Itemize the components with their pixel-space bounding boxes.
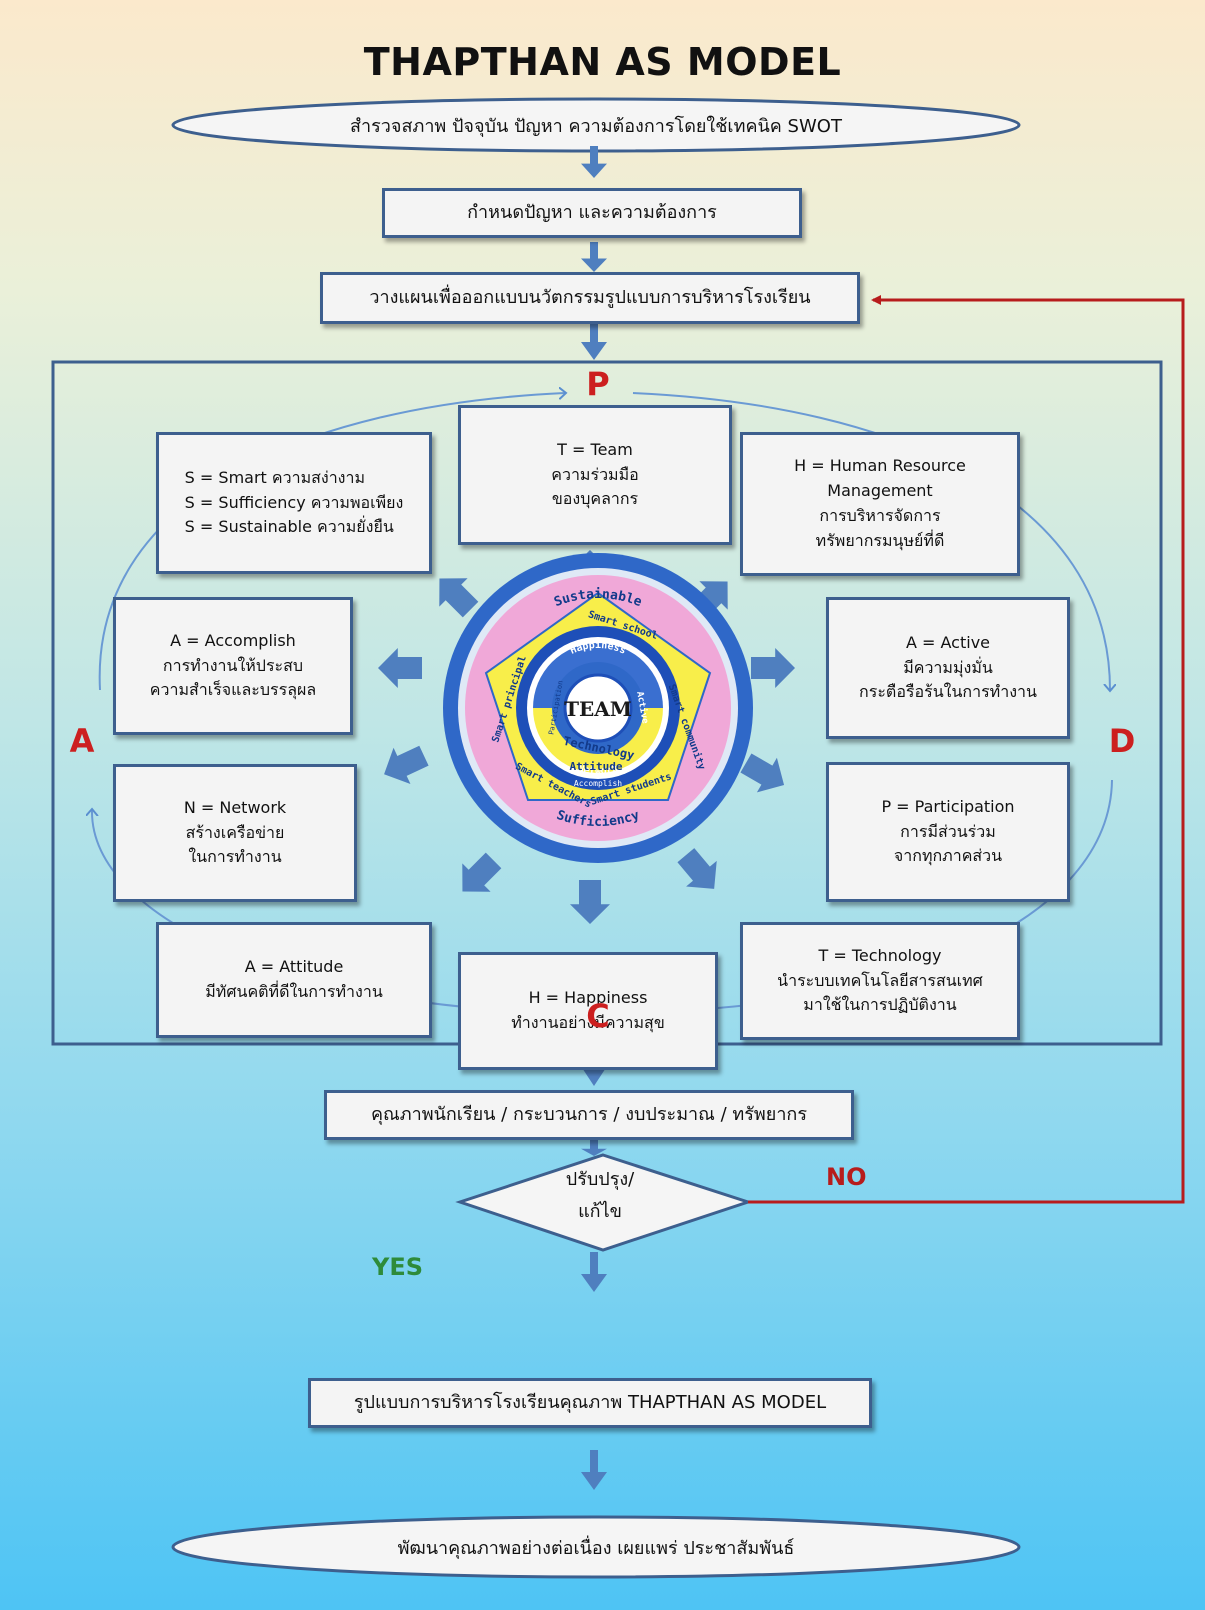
decision-line-2: แก้ไข xyxy=(578,1201,622,1223)
box-smart: S = Smart ความสง่างาม S = Sufficiency คว… xyxy=(156,432,432,574)
flow-arrow-2 xyxy=(581,242,607,272)
attitude-line-2: มีทัศนคติที่ดีในการทำงาน xyxy=(205,982,383,1001)
end-ellipse-label: พัฒนาคุณภาพอย่างต่อเนื่อง เผยแพร่ ประชาส… xyxy=(397,1537,795,1559)
accomplish-line-3: ความสำเร็จและบรรลุผล xyxy=(149,680,317,700)
diagram-title: THAPTHAN AS MODEL xyxy=(363,40,842,84)
flow-arrow-6 xyxy=(581,1252,607,1292)
flow-step-plan-innovation: วางแผนเพื่อออกแบบนวัตกรรมรูปแบบการบริหาร… xyxy=(320,272,860,324)
technology-line-1: T = Technology xyxy=(818,945,942,965)
inner-word-accomplish: Accomplish xyxy=(574,779,622,788)
participation-line-3: จากทุกภาคส่วน xyxy=(893,846,1003,866)
yes-label: YES xyxy=(372,1253,424,1281)
radial-arrow-down-right xyxy=(740,753,785,793)
ring-text-top: Sustainable xyxy=(552,587,644,610)
radial-arrow-right xyxy=(751,648,795,688)
active-line-1: A = Active xyxy=(905,632,990,652)
accomplish-line-1: A = Accomplish xyxy=(170,630,296,650)
smart-line-3: S = Sustainable ความยั่งยืน xyxy=(184,517,394,537)
box-human-resource: H = Human Resource Management การบริหารจ… xyxy=(740,432,1020,576)
team-line-3: ของบุคลากร xyxy=(551,489,639,509)
flow-arrow-5 xyxy=(581,1140,607,1156)
pdca-label-c: C xyxy=(586,997,610,1035)
network-line-3: ในการทำงาน xyxy=(188,847,282,867)
blue-ring-text-top-path: Happiness xyxy=(569,639,628,657)
box-happiness: H = Happiness ทำงานอย่างมีความสุข xyxy=(458,952,718,1070)
team-line-1: T = Team xyxy=(557,439,633,459)
network-line-1: N = Network xyxy=(183,797,287,817)
emblem-core-text: TEAM xyxy=(564,697,632,721)
happiness-line-1: H = Happiness xyxy=(528,988,648,1008)
start-ellipse-label: สำรวจสภาพ ปัจจุบัน ปัญหา ความต้องการโดยใ… xyxy=(350,115,842,137)
no-loop-arrow xyxy=(748,295,1185,1204)
smart-line-1: S = Smart ความสง่างาม xyxy=(184,467,366,487)
radial-arrow-down-left xyxy=(384,745,429,785)
pdca-label-d: D xyxy=(1108,722,1136,760)
ring-text-bottom-path: Sufficiency xyxy=(555,808,642,830)
radial-arrow-up-left xyxy=(439,578,479,618)
box-active: A = Active มีความมุ่งมั่น กระตือรือร้นใน… xyxy=(826,597,1070,739)
blue-ring-text-bottom: Network xyxy=(576,763,619,777)
box-network: N = Network สร้างเครือข่าย ในการทำงาน xyxy=(113,764,357,902)
decision-diamond xyxy=(455,1153,753,1252)
radial-arrow-lower-left xyxy=(462,852,502,892)
center-emblem: TEAM Sustainable Sufficiency Happiness N… xyxy=(443,553,753,863)
ring-text-bottom: Sufficiency xyxy=(555,808,642,830)
accomplish-line-2: การทำงานให้ประสบ xyxy=(162,655,304,675)
end-ellipse xyxy=(171,1515,1021,1579)
box-attitude: A = Attitude มีทัศนคติที่ดีในการทำงาน xyxy=(156,922,432,1038)
human-line-2: Management xyxy=(827,481,933,501)
flow-step-quality-check: คุณภาพนักเรียน / กระบวนการ / งบประมาณ / … xyxy=(324,1090,854,1140)
flow-arrow-3 xyxy=(581,320,607,360)
active-line-2: มีความมุ่งมั่น xyxy=(903,657,993,677)
network-line-2: สร้างเครือข่าย xyxy=(185,822,285,842)
human-line-4: ทรัพยากรมนุษย์ที่ดี xyxy=(815,530,945,550)
team-line-2: ความร่วมมือ xyxy=(551,464,639,484)
no-label: NO xyxy=(826,1163,867,1191)
decision-label: ปรับปรุง/ แก้ไข xyxy=(530,1164,670,1229)
smart-line-2: S = Sufficiency ความพอเพียง xyxy=(184,492,404,512)
flow-arrow-1 xyxy=(581,146,607,178)
flow-step-define-problem: กำหนดปัญหา และความต้องการ xyxy=(382,188,802,238)
decision-line-1: ปรับปรุง/ xyxy=(565,1169,635,1190)
pdca-label-a: A xyxy=(69,722,95,760)
ring-text-top-path: Sustainable xyxy=(552,587,644,610)
box-participation: P = Participation การมีส่วนร่วม จากทุกภา… xyxy=(826,762,1070,902)
participation-line-2: การมีส่วนร่วม xyxy=(900,821,996,841)
radial-arrow-left xyxy=(378,648,422,688)
technology-line-2: นำระบบเทคโนโลยีสารสนเทศ xyxy=(777,970,983,990)
radial-arrow-down xyxy=(570,880,610,924)
flow-step-final-model: รูปแบบการบริหารโรงเรียนคุณภาพ THAPTHAN A… xyxy=(308,1378,872,1428)
attitude-line-1: A = Attitude xyxy=(244,957,344,977)
flow-arrow-7 xyxy=(581,1450,607,1490)
box-accomplish: A = Accomplish การทำงานให้ประสบ ความสำเร… xyxy=(113,597,353,735)
human-line-1: H = Human Resource xyxy=(794,456,966,476)
inner-word-attitude: Attitude xyxy=(570,760,623,773)
pdca-label-p: P xyxy=(586,365,610,403)
box-team: T = Team ความร่วมมือ ของบุคลากร xyxy=(458,405,732,545)
blue-ring-text-top: Happiness xyxy=(569,639,628,657)
blue-ring-text-bottom-path: Network xyxy=(576,763,619,777)
box-technology: T = Technology นำระบบเทคโนโลยีสารสนเทศ ม… xyxy=(740,922,1020,1040)
human-line-3: การบริหารจัดการ xyxy=(819,506,941,525)
emblem-core xyxy=(563,673,633,743)
happiness-line-2: ทำงานอย่างมีความสุข xyxy=(511,1013,665,1032)
technology-line-3: มาใช้ในการปฏิบัติงาน xyxy=(803,995,957,1015)
active-line-3: กระตือรือร้นในการทำงาน xyxy=(859,682,1037,702)
radial-arrow-lower-right xyxy=(677,848,717,889)
participation-line-1: P = Participation xyxy=(881,796,1015,816)
